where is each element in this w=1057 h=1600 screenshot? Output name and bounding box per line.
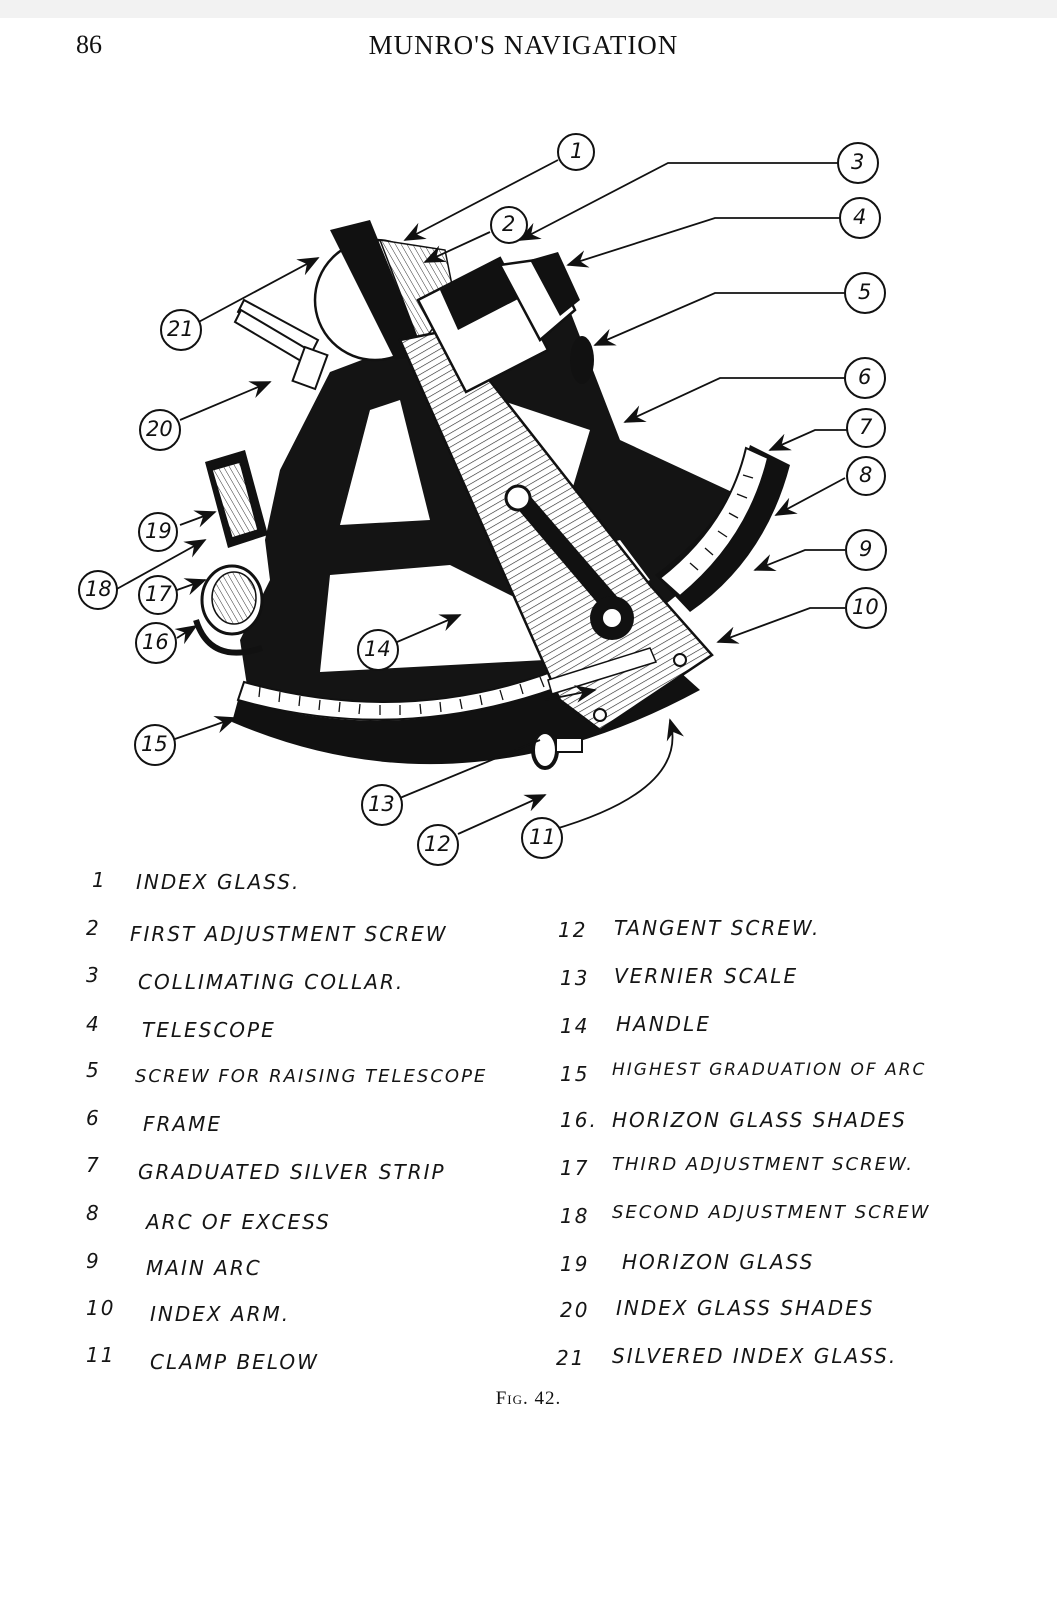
callout-16-circle: [135, 622, 177, 664]
callout-13-circle: [361, 784, 403, 826]
callout-9: 9: [859, 537, 873, 561]
legend-text: HIGHEST GRADUATION OF ARC: [612, 1060, 927, 1080]
callout-9-circle: [845, 529, 887, 571]
legend-num: 21: [556, 1346, 586, 1370]
callout-7-circle: [846, 408, 886, 448]
legend-num: 20: [560, 1298, 590, 1322]
callout-8: 8: [859, 463, 873, 487]
callout-18-circle: [78, 570, 118, 610]
callout-12-circle: [417, 824, 459, 866]
legend-text: GRADUATED SILVER STRIP: [138, 1160, 446, 1184]
legend-text: ARC OF EXCESS: [146, 1210, 331, 1234]
callout-5: 5: [858, 280, 872, 304]
callout-4-circle: [839, 197, 881, 239]
legend-text: INDEX GLASS SHADES: [616, 1296, 875, 1320]
legend-num: 8: [86, 1201, 101, 1225]
legend-text: MAIN ARC: [146, 1256, 262, 1280]
legend-text: TANGENT SCREW.: [614, 916, 821, 940]
telescope: [416, 252, 594, 394]
legend-num: 16.: [560, 1108, 598, 1132]
legend-text: INDEX GLASS.: [136, 870, 301, 894]
callout-10-circle: [845, 587, 887, 629]
legend-text: VERNIER SCALE: [614, 964, 799, 988]
legend-num: 17: [560, 1156, 590, 1180]
legend-text: INDEX ARM.: [150, 1302, 291, 1326]
index-arm: [398, 328, 714, 732]
legend-num: 18: [560, 1204, 590, 1228]
callout-3: 3: [851, 150, 865, 174]
legend-text: FRAME: [143, 1112, 222, 1136]
running-title: MUNRO'S NAVIGATION: [368, 30, 679, 60]
legend-text: THIRD ADJUSTMENT SCREW.: [612, 1154, 915, 1175]
callout-4: 4: [853, 205, 867, 229]
callout-10: 10: [852, 595, 879, 619]
callout-11-circle: [521, 817, 563, 859]
callout-17-circle: [138, 575, 178, 615]
arc-of-excess: [655, 445, 790, 612]
callout-12: 12: [424, 832, 451, 856]
callout-1-circle: [557, 133, 595, 171]
figure-caption: Fig. 42.: [495, 1388, 562, 1409]
horizon-glass-shades: [193, 564, 264, 656]
callout-20: 20: [146, 417, 173, 441]
index-glass-shades: [233, 298, 329, 391]
callout-15-circle: [134, 724, 176, 766]
legend-text: CLAMP BELOW: [150, 1350, 319, 1374]
callout-1: 1: [570, 139, 584, 163]
callout-6-circle: [844, 357, 886, 399]
legend-num: 5: [86, 1058, 101, 1082]
callout-19-circle: [138, 512, 178, 552]
callout-16: 16: [142, 630, 169, 654]
horizon-glass: [205, 450, 268, 548]
legend-num: 15: [560, 1062, 590, 1086]
legend-text: SECOND ADJUSTMENT SCREW: [612, 1202, 931, 1223]
legend-text: HORIZON GLASS: [622, 1250, 815, 1274]
legend-num: 14: [560, 1014, 590, 1038]
legend-num: 19: [560, 1252, 590, 1276]
callout-15: 15: [141, 732, 168, 756]
callout-circles: [78, 133, 887, 866]
tangent-screw: [531, 730, 583, 770]
legend-num: 1: [92, 868, 107, 892]
scan-top-edge: [0, 0, 1057, 18]
callout-2: 2: [502, 212, 516, 236]
legend-num: 3: [86, 963, 101, 987]
legend-text: SILVERED INDEX GLASS.: [612, 1344, 898, 1368]
leader-lines: [114, 159, 848, 835]
page-number: 86: [76, 30, 102, 59]
legend-num: 2: [86, 916, 101, 940]
callout-21: 21: [167, 317, 194, 341]
legend-num: 7: [86, 1153, 101, 1177]
callout-19: 19: [145, 519, 172, 543]
callout-20-circle: [139, 409, 181, 451]
callout-14: 14: [364, 637, 391, 661]
legend-text: HORIZON GLASS SHADES: [612, 1108, 907, 1132]
legend-text: SCREW FOR RAISING TELESCOPE: [135, 1066, 488, 1087]
callout-17: 17: [145, 582, 172, 606]
callout-2-circle: [490, 206, 528, 244]
callout-11: 11: [529, 825, 556, 849]
callout-18: 18: [85, 577, 112, 601]
legend-num: 4: [86, 1012, 101, 1036]
legend-num: 10: [86, 1296, 116, 1320]
callout-21-circle: [160, 309, 202, 351]
legend-text: COLLIMATING COLLAR.: [138, 970, 405, 994]
callout-6: 6: [858, 365, 872, 389]
legend-text: HANDLE: [616, 1012, 711, 1036]
callout-3-circle: [837, 142, 879, 184]
callout-5-circle: [844, 272, 886, 314]
legend-text: FIRST ADJUSTMENT SCREW: [130, 922, 448, 946]
legend-num: 13: [560, 966, 590, 990]
legend-text: TELESCOPE: [142, 1018, 276, 1042]
legend-num: 9: [86, 1249, 101, 1273]
legend-num: 12: [558, 918, 588, 942]
legend-num: 6: [86, 1106, 101, 1130]
callout-14-circle: [357, 629, 399, 671]
callout-13: 13: [368, 792, 395, 816]
legend-num: 11: [86, 1343, 116, 1367]
callout-8-circle: [846, 456, 886, 496]
callout-7: 7: [859, 415, 873, 439]
